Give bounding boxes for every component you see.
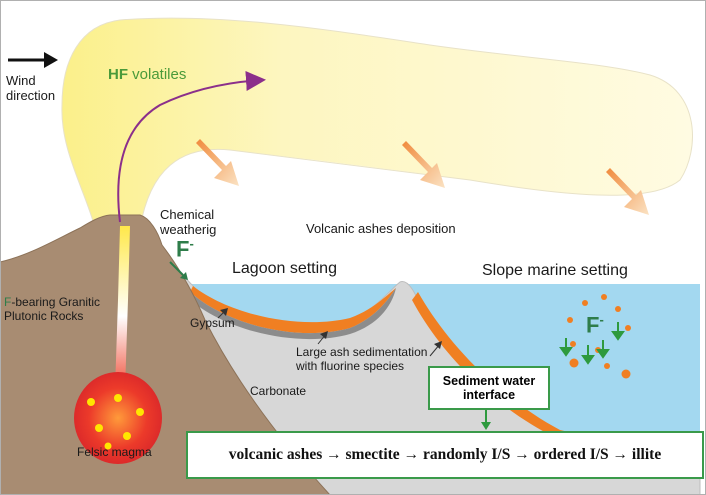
fluoride-settling-arrows xyxy=(559,322,625,365)
transformation-sequence-box: volcanic ashes → smectite → randomly I/S… xyxy=(186,431,704,479)
volcanic-plume xyxy=(61,17,693,229)
ash-fall-arrow-1 xyxy=(196,139,239,186)
volcanic-ashes-deposition-label: Volcanic ashes deposition xyxy=(306,221,456,236)
granitic-f-prefix: F xyxy=(4,295,12,309)
weathering-fluoride-charge: - xyxy=(189,236,194,251)
transformation-sequence-label: volcanic ashes → smectite → randomly I/S… xyxy=(228,446,662,463)
weathering-fluoride-symbol: F xyxy=(176,236,190,262)
large-ash-sedimentation-label: Large ash sedimentation with fluorine sp… xyxy=(296,345,428,373)
sediment-water-interface-label: Sediment water interface xyxy=(442,373,536,402)
hf-rest-text: volatiles xyxy=(128,66,187,83)
slope-marine-setting-label: Slope marine setting xyxy=(482,262,628,279)
hf-bold-text: HF xyxy=(108,66,128,83)
lagoon-ash-layer xyxy=(190,286,396,334)
large-ash-pointer-head xyxy=(320,331,328,339)
gypsum-layer xyxy=(188,288,396,340)
carbonate-label: Carbonate xyxy=(250,384,307,398)
ash-fall-arrow-2 xyxy=(402,141,445,188)
weathering-fluoride-ion: F- xyxy=(176,236,194,262)
sea-fluoride-ion: F- xyxy=(586,312,604,338)
hf-trajectory-arrow xyxy=(117,71,266,223)
lagoon-setting-label: Lagoon setting xyxy=(232,260,337,277)
felsic-magma-label: Felsic magma xyxy=(77,445,152,459)
hf-volatiles-label: HF volatiles xyxy=(108,66,186,83)
wind-direction-arrow xyxy=(8,52,58,68)
ash-fall-arrow-3 xyxy=(606,168,649,215)
magma-chamber xyxy=(74,372,162,464)
magma-crystals xyxy=(87,394,144,450)
chemical-weathering-label: Chemical weatherig xyxy=(160,207,217,237)
gypsum-pointer-head xyxy=(220,308,228,316)
magma-conduit xyxy=(115,226,130,390)
gypsum-label: Gypsum xyxy=(190,316,235,330)
weathering-green-arrow xyxy=(169,261,188,280)
granitic-rocks-label: F-bearing Granitic Plutonic Rocks xyxy=(4,295,101,324)
sea-fluoride-symbol: F xyxy=(586,312,600,338)
sediment-water-interface-box: Sediment water interface xyxy=(428,366,550,410)
sea-fluoride-charge: - xyxy=(599,312,604,327)
granitic-rocks-text: -bearing Granitic Plutonic Rocks xyxy=(4,295,101,323)
wind-direction-label: Wind direction xyxy=(6,73,56,103)
sediment-to-sequence-arrow xyxy=(481,408,491,430)
slope-pointer-head xyxy=(434,341,442,349)
